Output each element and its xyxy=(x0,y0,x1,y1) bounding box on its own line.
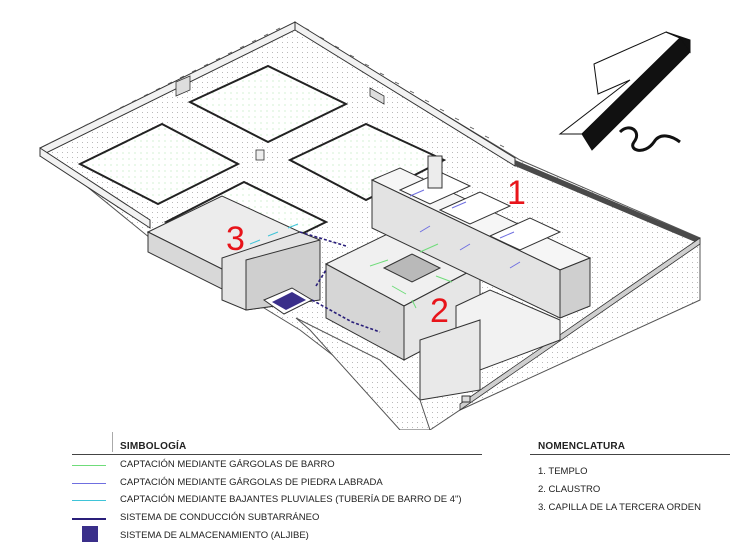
label-capilla-number: 3 xyxy=(226,220,245,258)
conduit-swatch xyxy=(72,518,106,520)
aljibe-swatch xyxy=(82,526,98,542)
legend-title: SIMBOLOGÍA xyxy=(120,441,187,452)
clay-gargoyle-swatch xyxy=(72,465,106,466)
nomenclature-rule xyxy=(530,454,730,455)
label-claustro-number: 2 xyxy=(430,292,449,330)
legend-item-stone: CAPTACIÓN MEDIANTE GÁRGOLAS DE PIEDRA LA… xyxy=(120,477,383,488)
south-gate xyxy=(461,395,471,403)
north-arrow-icon xyxy=(558,31,691,152)
south-wall xyxy=(459,237,701,411)
pipe-arrows xyxy=(249,223,299,245)
south-ground xyxy=(295,317,431,430)
underground-conduit xyxy=(299,231,381,333)
legend-item-clay: CAPTACIÓN MEDIANTE GÁRGOLAS DE BARRO xyxy=(120,459,335,470)
east-wall xyxy=(515,160,700,244)
legend-item-pipe: CAPTACIÓN MEDIANTE BAJANTES PLUVIALES (T… xyxy=(120,494,462,505)
templo-building xyxy=(370,155,592,319)
legend-item-aljibe: SISTEMA DE ALMACENAMIENTO (ALJIBE) xyxy=(120,530,309,541)
stone-gargoyle-arrows xyxy=(409,189,521,269)
stone-gargoyle-swatch xyxy=(72,483,106,484)
fountain xyxy=(255,149,265,161)
wall-crenellations xyxy=(47,27,505,148)
legend-divider xyxy=(112,432,113,452)
legend-item-conduit: SISTEMA DE CONDUCCIÓN SUBTARRÁNEO xyxy=(120,512,320,523)
nomenclature-item-1: 1. TEMPLO xyxy=(538,466,588,477)
nomenclature-title: NOMENCLATURA xyxy=(538,441,626,452)
nomenclature-item-2: 2. CLAUSTRO xyxy=(538,484,601,495)
perimeter-wall xyxy=(39,21,516,229)
site-isometric-drawing xyxy=(39,21,701,430)
pipe-swatch xyxy=(72,500,106,501)
nomenclature-item-3: 3. CAPILLA DE LA TERCERA ORDEN xyxy=(538,502,701,513)
label-templo-number: 1 xyxy=(507,174,526,212)
gates xyxy=(175,75,385,105)
capilla-building xyxy=(146,195,321,311)
clay-gargoyle-arrows xyxy=(369,243,453,309)
legend-rule xyxy=(72,454,482,455)
